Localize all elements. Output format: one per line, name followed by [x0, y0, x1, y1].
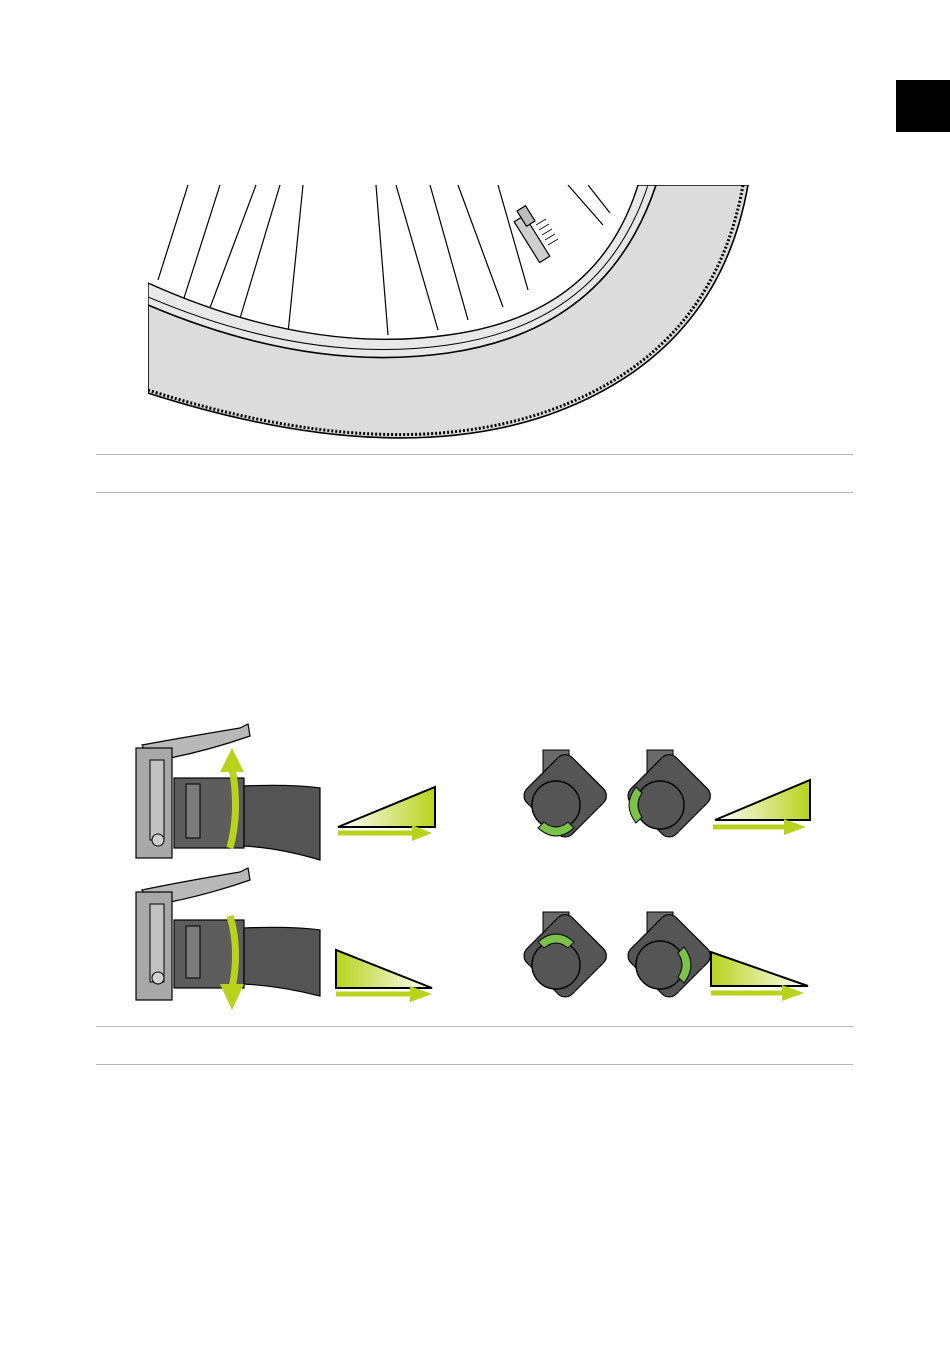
- divider-1: [96, 454, 853, 455]
- chapter-tab: [896, 80, 950, 132]
- remote-pad-up-right: [624, 750, 715, 841]
- grip-shifter-down: [136, 868, 432, 1010]
- shifter-illustration: [130, 720, 820, 1015]
- divider-3: [96, 1026, 853, 1027]
- remote-pad-down-right: [624, 911, 715, 1002]
- ramp-down-right: [711, 952, 808, 1001]
- grip-shifter-up: [136, 724, 435, 860]
- divider-4: [96, 1064, 853, 1065]
- wheel-illustration: [148, 185, 750, 440]
- remote-pad-down-left: [520, 911, 611, 1002]
- ramp-up-right: [713, 780, 810, 835]
- valve: [514, 206, 558, 263]
- remote-pad-up-left: [520, 750, 611, 841]
- divider-2: [96, 492, 853, 493]
